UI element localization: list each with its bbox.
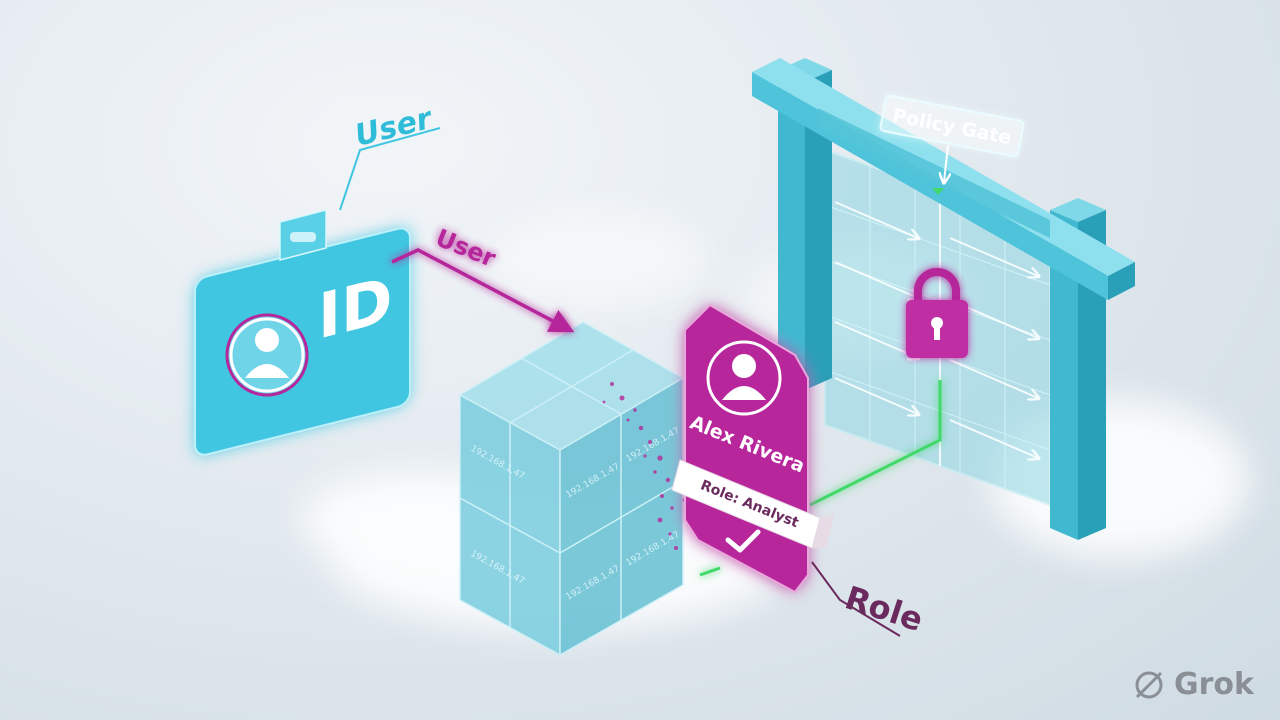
authorization-path [699,380,942,577]
badge-avatar-icon [225,313,309,397]
badge-clip [279,209,327,261]
particle-stream [602,382,686,550]
user-id-badge: ID [194,209,411,456]
grok-watermark: Grok [1132,667,1254,702]
grok-logo-icon [1135,671,1163,698]
role-callout: Role [811,561,928,639]
data-cube: 192.168.1.47 192.168.1.47 192.168.1.47 1… [458,321,685,657]
role-callout-text: Role [841,578,928,639]
role-card: Alex Rivera Role: Analyst [671,303,834,594]
user-callout-text: User [351,101,437,154]
user-callout: User [339,101,441,211]
checkmark-icon [725,529,761,553]
gate-entry-marker [932,188,944,195]
lock-icon [906,268,968,358]
watermark-text: Grok [1174,667,1254,702]
user-flow-text: User [432,224,500,273]
role-avatar-icon [706,340,782,416]
